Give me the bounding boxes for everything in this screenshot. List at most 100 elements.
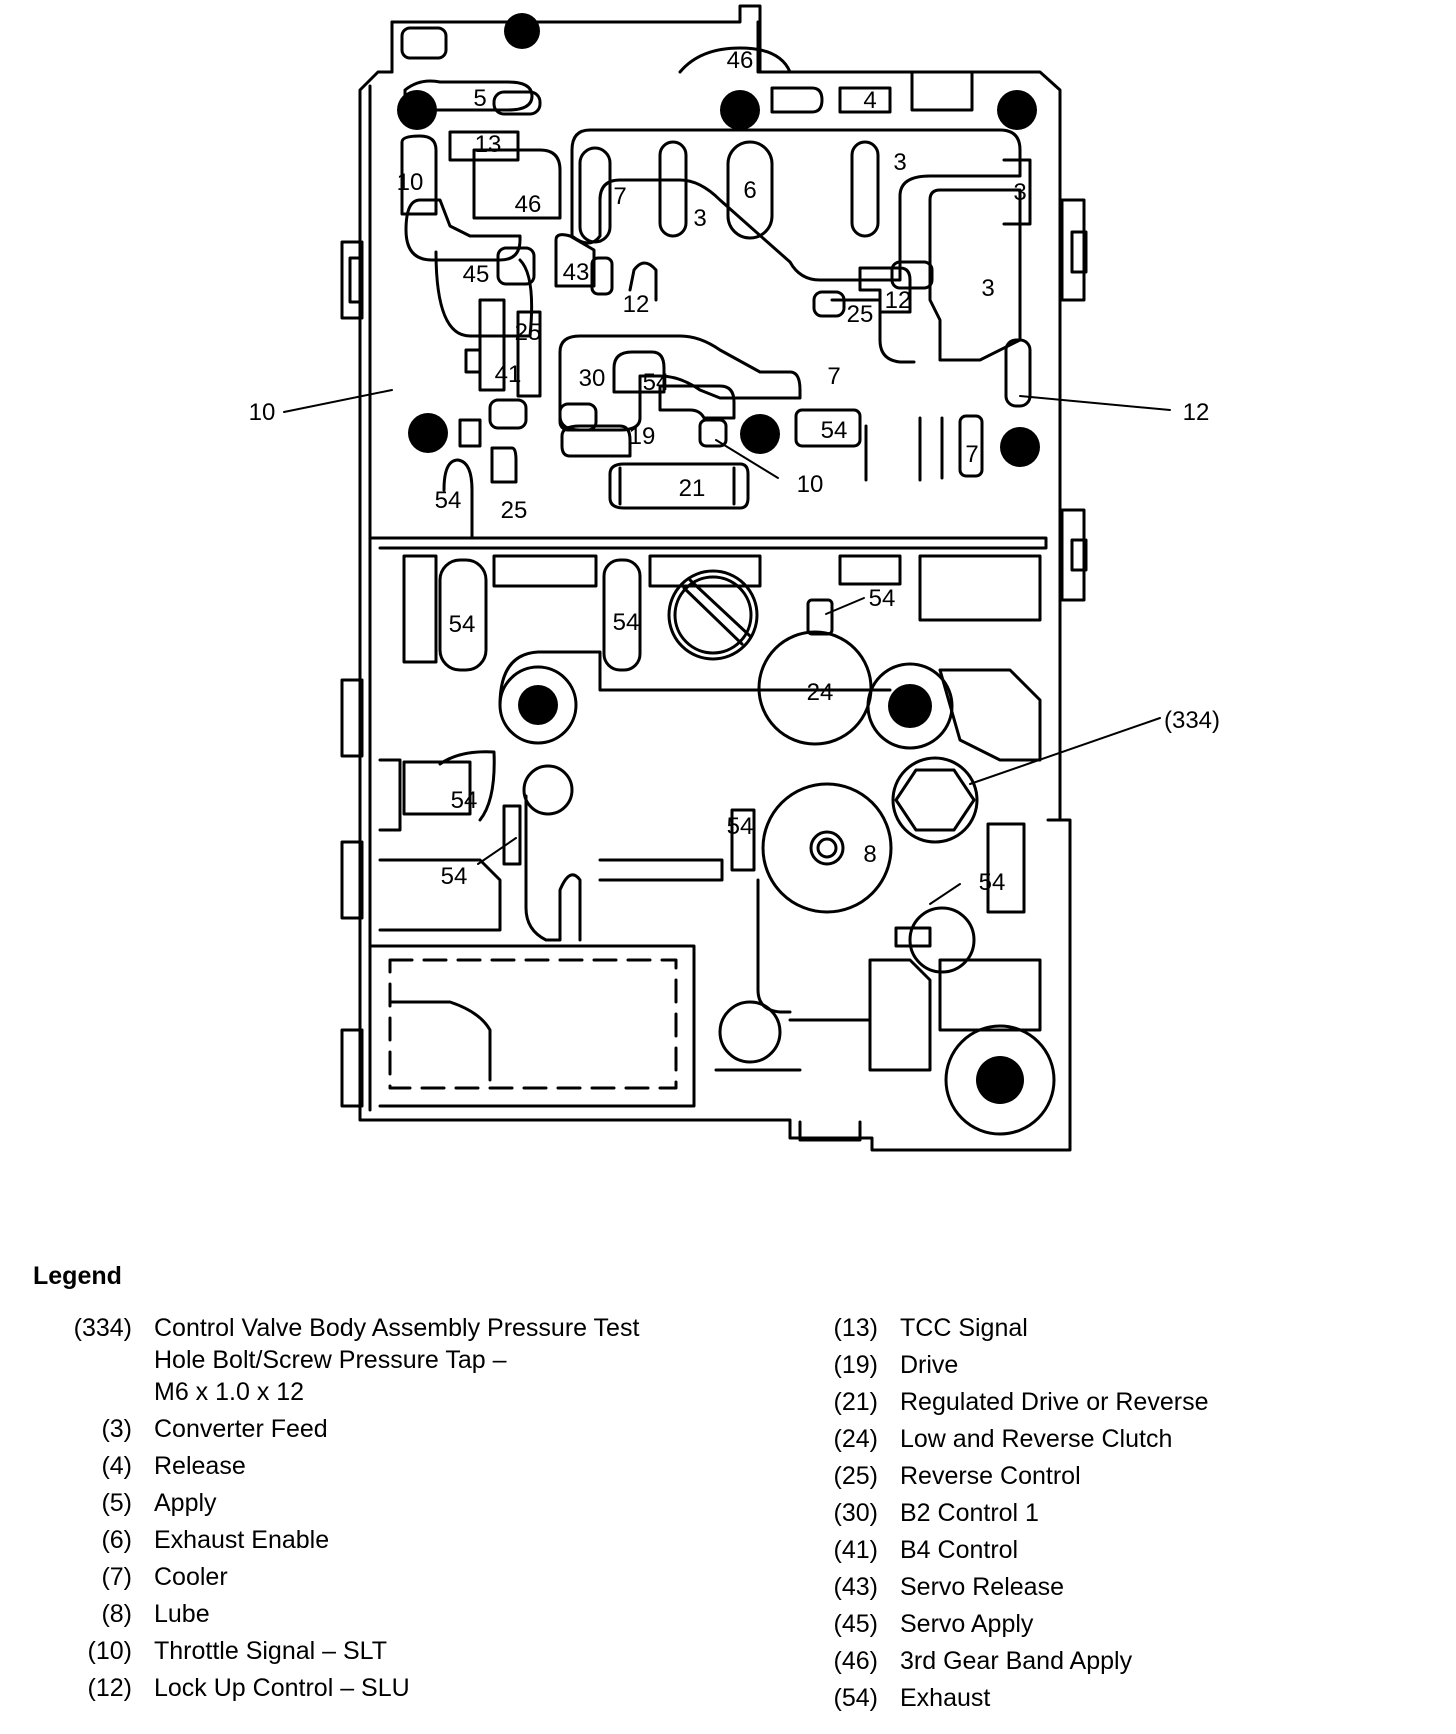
legend-item-number: (7) (101, 1563, 132, 1591)
bolt-heads (397, 13, 1040, 1104)
legend-item-number: (10) (87, 1637, 132, 1665)
passage-label: 19 (629, 423, 656, 450)
callout-label: 54 (441, 863, 468, 890)
passage-label: 6 (743, 177, 756, 204)
legend-item-text: Regulated Drive or Reverse (900, 1388, 1209, 1416)
passage-label: 54 (727, 813, 754, 840)
bolt-head (504, 13, 540, 49)
legend-item-number: (6) (101, 1526, 132, 1554)
passage-label: 25 (847, 301, 874, 328)
passage-label: 25 (515, 319, 542, 346)
legend-item-text: Exhaust Enable (154, 1526, 330, 1554)
passage-label: 54 (613, 609, 640, 636)
legend-item-number: (24) (833, 1425, 878, 1453)
passage-label: 7 (613, 183, 626, 210)
callout-label: 10 (797, 471, 824, 498)
passage-label: 7 (965, 441, 978, 468)
dashed-filter-area (388, 958, 678, 1090)
passage-label: 3 (1013, 179, 1026, 206)
legend-item-text: B4 Control (900, 1536, 1019, 1564)
plate-separator (370, 536, 1048, 550)
legend-item-number: (5) (101, 1489, 132, 1517)
legend-item-text: M6 x 1.0 x 12 (154, 1378, 305, 1406)
callout-label: 12 (1183, 399, 1210, 426)
passage-label: 3 (981, 275, 994, 302)
legend-item-text: Lock Up Control – SLU (154, 1674, 410, 1702)
legend-item-number: (45) (833, 1610, 878, 1638)
pressure-tap-334 (894, 768, 976, 832)
legend-item-text: Hole Bolt/Screw Pressure Tap – (154, 1346, 507, 1374)
right-side-bolts (1060, 198, 1088, 602)
passage-label: 12 (623, 291, 650, 318)
passage-label: 46 (515, 191, 542, 218)
legend-item-text: TCC Signal (900, 1314, 1028, 1342)
legend-item-text: Low and Reverse Clutch (900, 1425, 1173, 1453)
bolt-head (740, 414, 780, 454)
legend-item-text: Servo Apply (900, 1610, 1034, 1638)
valve-bore-8 (761, 782, 893, 914)
leader-lines (283, 389, 1171, 905)
passage-label: 12 (885, 287, 912, 314)
legend-item-number: (13) (833, 1314, 878, 1342)
passage-labels: 5 46 4 13 10 46 7 3 6 3 3 45 43 12 25 25… (397, 47, 1027, 868)
valve-body-outline (358, 4, 1072, 1152)
legend-item-number: (41) (833, 1536, 878, 1564)
legend-item-number: (54) (833, 1684, 878, 1712)
legend-item-text: Exhaust (900, 1684, 991, 1712)
legend-item-number: (12) (87, 1674, 132, 1702)
passage-label: 13 (475, 131, 502, 158)
legend-item-number: (25) (833, 1462, 878, 1490)
passage-label: 45 (463, 261, 490, 288)
callout-label: 10 (249, 399, 276, 426)
bolt-head (888, 684, 932, 728)
bolt-head (976, 1056, 1024, 1104)
passage-label: 43 (563, 259, 590, 286)
passage-label: 54 (449, 611, 476, 638)
legend-item-text: Control Valve Body Assembly Pressure Tes… (154, 1314, 640, 1342)
legend-item-text: Reverse Control (900, 1462, 1081, 1490)
bolt-head (408, 413, 448, 453)
legend-item-number: (4) (101, 1452, 132, 1480)
passage-label: 30 (579, 365, 606, 392)
legend-item-text: Lube (154, 1600, 210, 1628)
passage-label: 8 (863, 841, 876, 868)
legend-item-number: (43) (833, 1573, 878, 1601)
bolt-head (720, 90, 760, 130)
left-side-bolts (340, 240, 364, 1108)
legend-title: Legend (33, 1262, 122, 1290)
passage-label: 46 (727, 47, 754, 74)
passage-label: 3 (893, 149, 906, 176)
passage-label: 54 (451, 787, 478, 814)
passage-label: 5 (473, 85, 486, 112)
passage-label: 25 (501, 497, 528, 524)
legend-item-text: Release (154, 1452, 246, 1480)
callout-labels: 10 12 10 54 (334) 54 54 (249, 399, 1220, 896)
legend-item-text: Converter Feed (154, 1415, 328, 1443)
legend-item-text: 3rd Gear Band Apply (900, 1647, 1133, 1675)
callout-label: 54 (869, 585, 896, 612)
legend-item-text: Apply (154, 1489, 217, 1517)
passage-label: 3 (693, 205, 706, 232)
passage-label: 54 (643, 369, 670, 396)
legend-item-number: (8) (101, 1600, 132, 1628)
legend-item-number: (334) (73, 1314, 132, 1342)
legend-item-text: Servo Release (900, 1573, 1064, 1601)
legend-item-number: (21) (833, 1388, 878, 1416)
bolt-head (1000, 427, 1040, 467)
legend-item-number: (19) (833, 1351, 878, 1379)
passage-label: 4 (863, 87, 876, 114)
callout-label: (334) (1164, 707, 1220, 734)
passage-label: 41 (495, 361, 522, 388)
legend-item-number: (46) (833, 1647, 878, 1675)
legend-item-text: Throttle Signal – SLT (154, 1637, 387, 1665)
passage-label: 54 (435, 487, 462, 514)
legend-item-number: (30) (833, 1499, 878, 1527)
valve-body-diagram: 5 46 4 13 10 46 7 3 6 3 3 45 43 12 25 25… (249, 4, 1220, 1152)
bolt-head (997, 90, 1037, 130)
bolt-head (397, 90, 437, 130)
passage-label: 21 (679, 475, 706, 502)
legend-item-number: (3) (101, 1415, 132, 1443)
bolt-head (518, 685, 558, 725)
legend-item-text: Drive (900, 1351, 959, 1379)
round-plug (667, 569, 759, 661)
